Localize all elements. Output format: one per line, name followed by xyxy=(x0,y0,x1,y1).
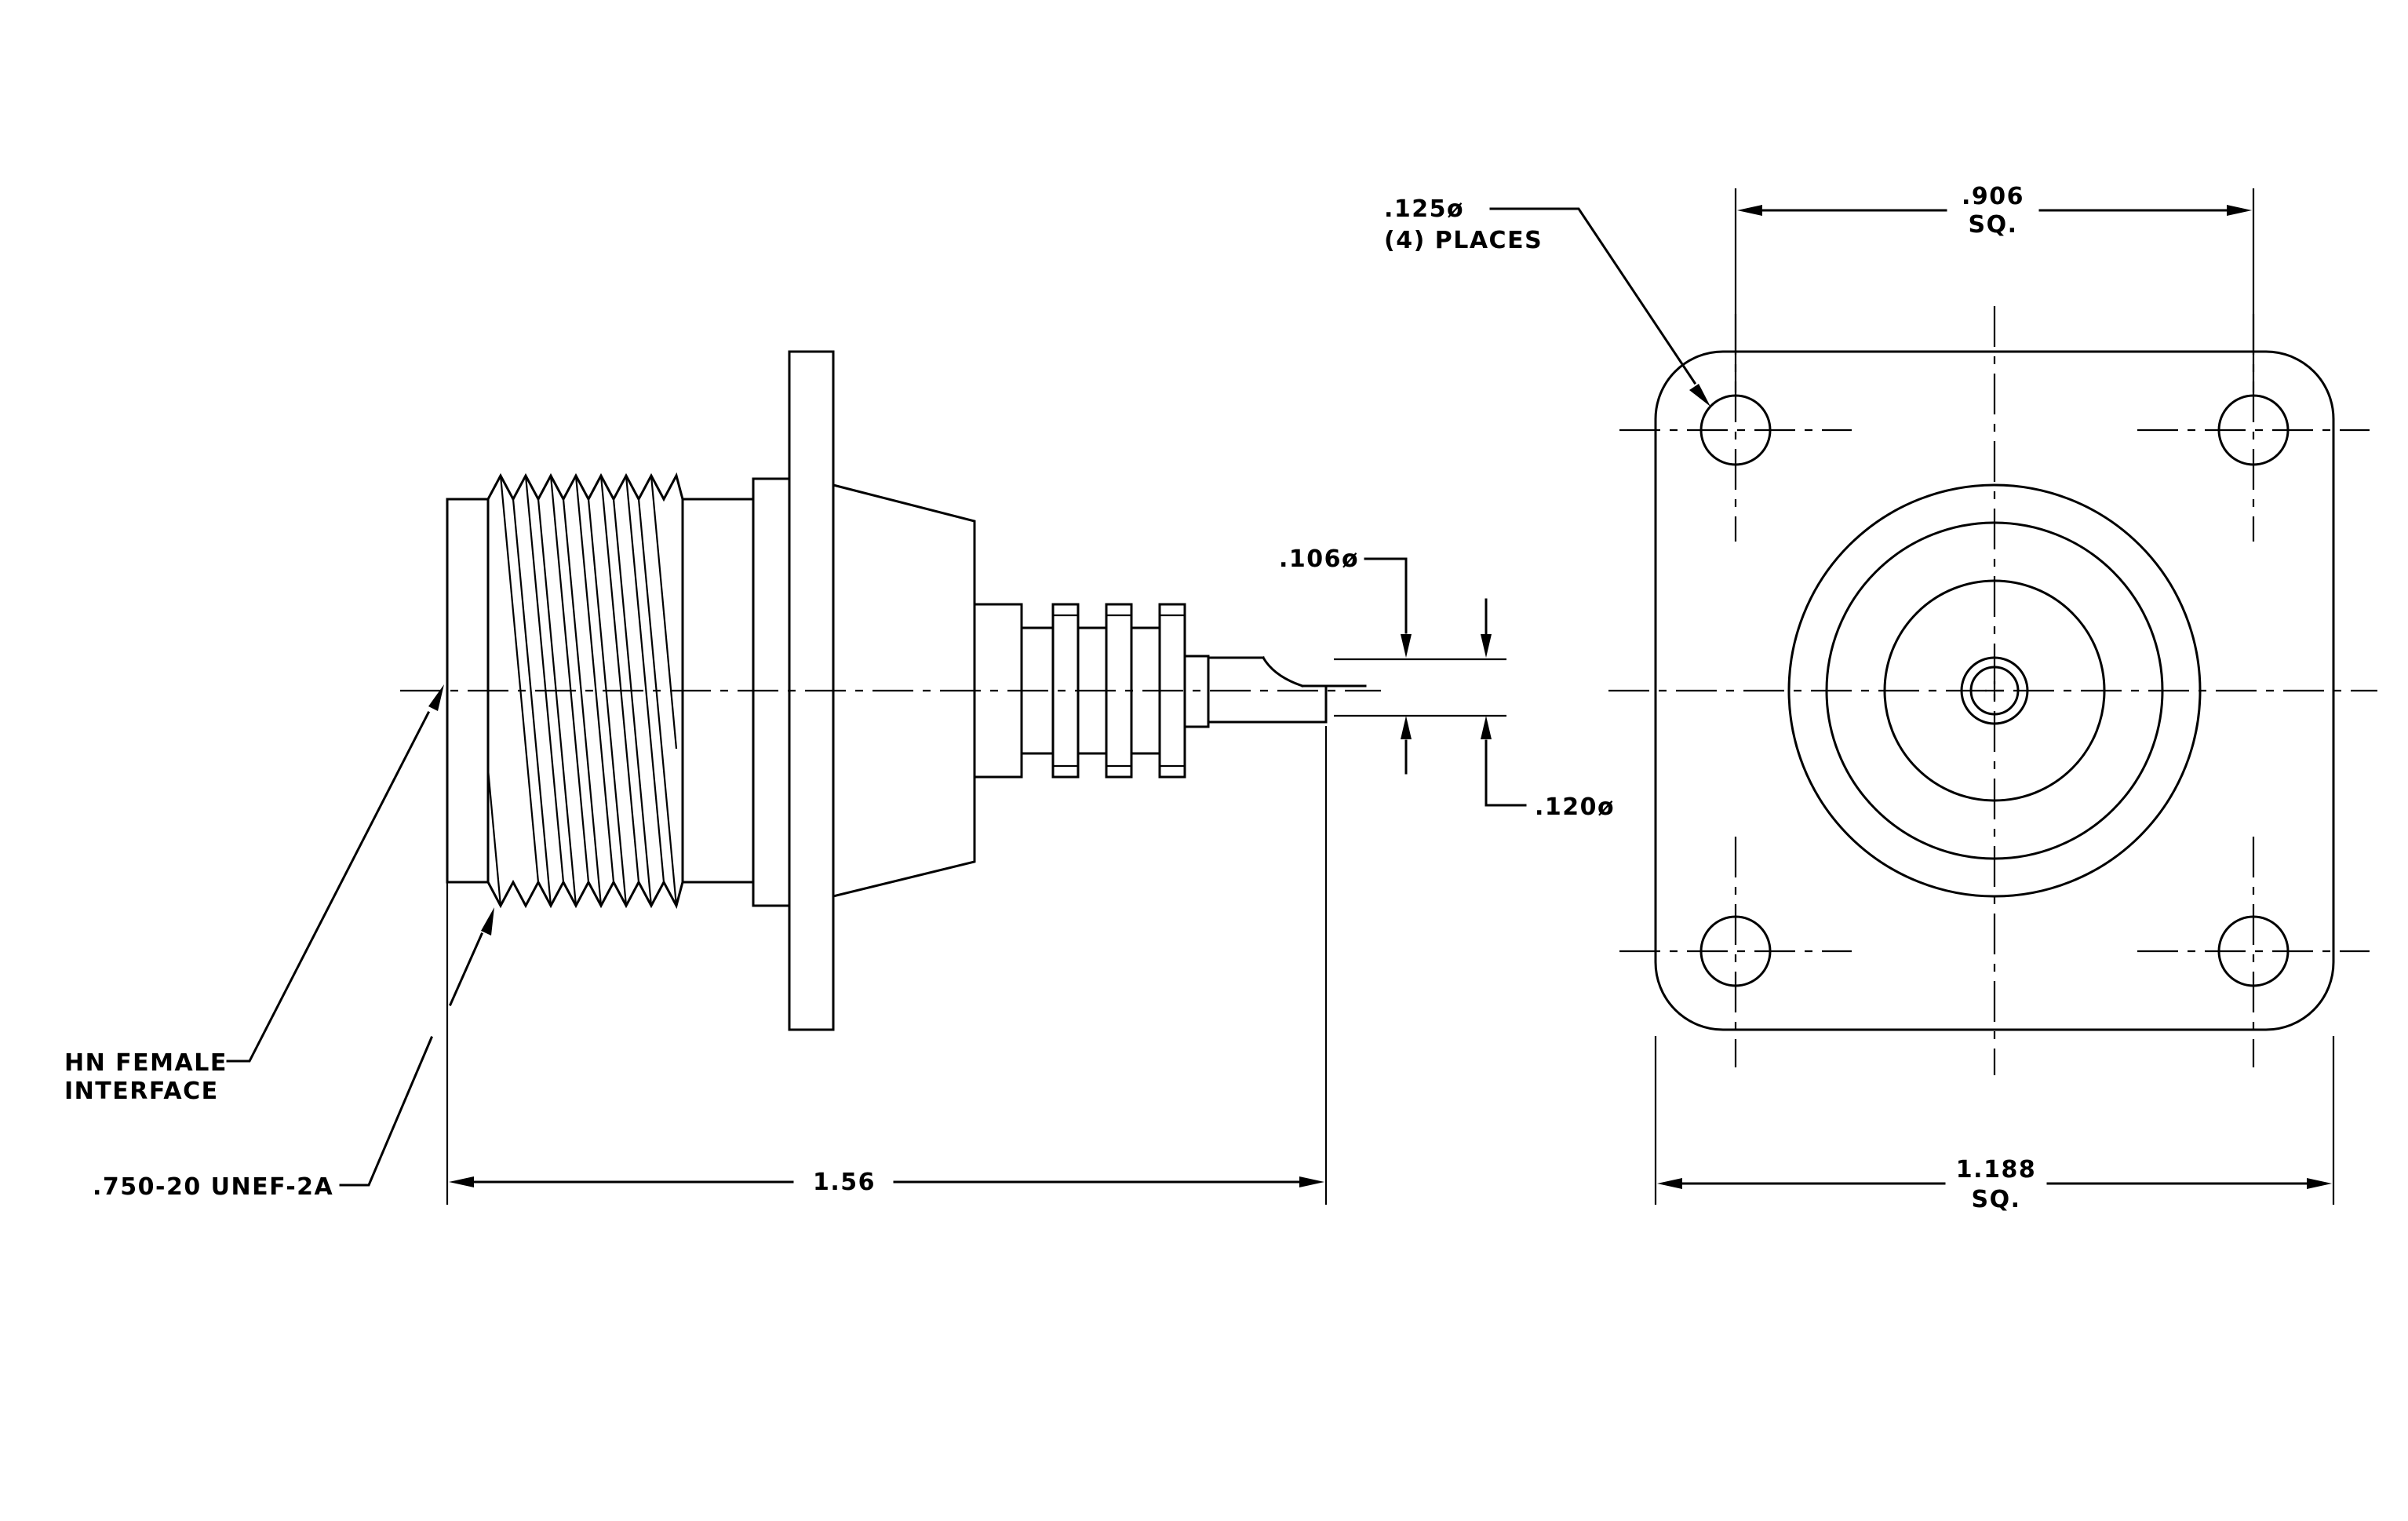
pin-dia-label: .106ø xyxy=(1279,545,1359,573)
rear-neck xyxy=(973,603,1210,779)
nut xyxy=(752,477,791,907)
outer-body-circle xyxy=(1787,483,2202,898)
contact-inner xyxy=(1969,666,2020,716)
tapered-body xyxy=(832,483,976,898)
mounting-hole xyxy=(1699,394,1772,466)
interface-circle xyxy=(1825,521,2164,860)
interface-label-line1: HN FEMALE xyxy=(64,1049,228,1077)
thread-label: .750-20 UNEF-2A xyxy=(93,1173,333,1201)
front-view xyxy=(1489,188,2377,1205)
hole-dia-label: .125ø xyxy=(1384,195,1464,223)
pin-dia-dimension xyxy=(1334,557,1527,807)
length-value: 1.56 xyxy=(813,1169,876,1196)
mounting-hole xyxy=(2217,394,2290,466)
length-dimension xyxy=(449,1176,1324,1187)
flange-size-value: 1.188 xyxy=(1956,1156,2036,1184)
mounting-hole xyxy=(2217,915,2290,987)
hole-places-label: (4) PLACES xyxy=(1384,227,1543,254)
hole-spacing-value: .906 xyxy=(1962,183,2024,210)
mounting-hole xyxy=(1699,915,1772,987)
hole-leader xyxy=(1489,207,1710,407)
flange-size-note: SQ. xyxy=(1971,1186,2020,1213)
contact-outer xyxy=(1960,656,2029,725)
body-dia-label: .120ø xyxy=(1535,793,1615,821)
interface-leader xyxy=(226,684,444,1063)
hole-spacing-dimension xyxy=(1734,188,2255,392)
thread-leader xyxy=(339,907,494,1187)
interface-label-line2: INTERFACE xyxy=(64,1078,219,1105)
pin xyxy=(1207,655,1367,724)
hole-spacing-note: SQ. xyxy=(1968,211,2017,239)
dielectric-circle xyxy=(1883,579,2106,802)
flange-size-dimension xyxy=(1654,1036,2335,1205)
side-view xyxy=(226,350,1527,1205)
